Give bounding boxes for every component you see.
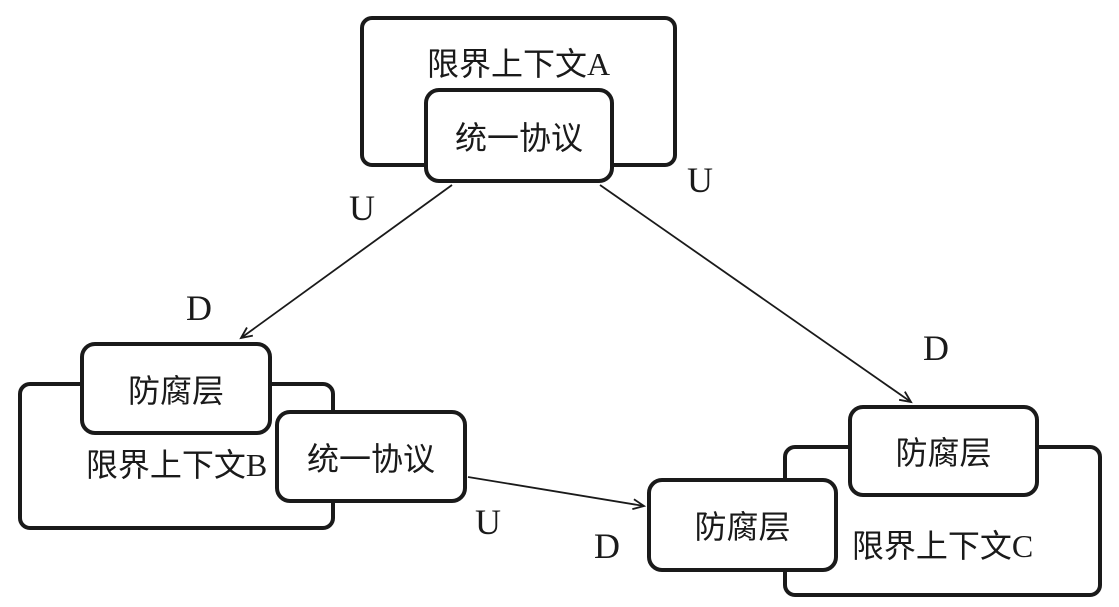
context-b-unified-protocol-label: 统一协议 [306,440,435,477]
context-c-anticorruption-layer-top-box: 防腐层 [848,405,1039,497]
edge-a-to-c-upstream-label: U [687,160,713,200]
bounded-context-c-label: 限界上下文C [851,528,1034,564]
bounded-context-a-label: 限界上下文A [426,46,611,82]
edge-a-to-c-downstream-label: D [923,328,949,368]
arrow-a-to-c [599,184,913,404]
context-b-anticorruption-layer-label: 防腐层 [127,372,224,409]
context-b-anticorruption-layer-box: 防腐层 [80,342,272,435]
arrow-a-to-b [239,184,453,340]
edge-b-to-c-downstream-label: D [594,526,620,566]
bounded-context-b-label: 限界上下文B [85,447,268,483]
edge-b-to-c-upstream-label: U [475,502,501,542]
bounded-context-c: 限界上下文C [783,445,1102,597]
context-c-anticorruption-layer-left-label: 防腐层 [694,509,791,545]
context-b-unified-protocol-box: 统一协议 [275,410,467,503]
context-a-unified-protocol-box: 统一协议 [424,88,614,183]
context-c-anticorruption-layer-left-box: 防腐层 [647,478,838,572]
context-a-unified-protocol-label: 统一协议 [454,119,583,156]
context-c-anticorruption-layer-top-label: 防腐层 [895,435,992,471]
edge-a-to-b-downstream-label: D [186,288,212,328]
edge-a-to-b-upstream-label: U [349,188,375,228]
